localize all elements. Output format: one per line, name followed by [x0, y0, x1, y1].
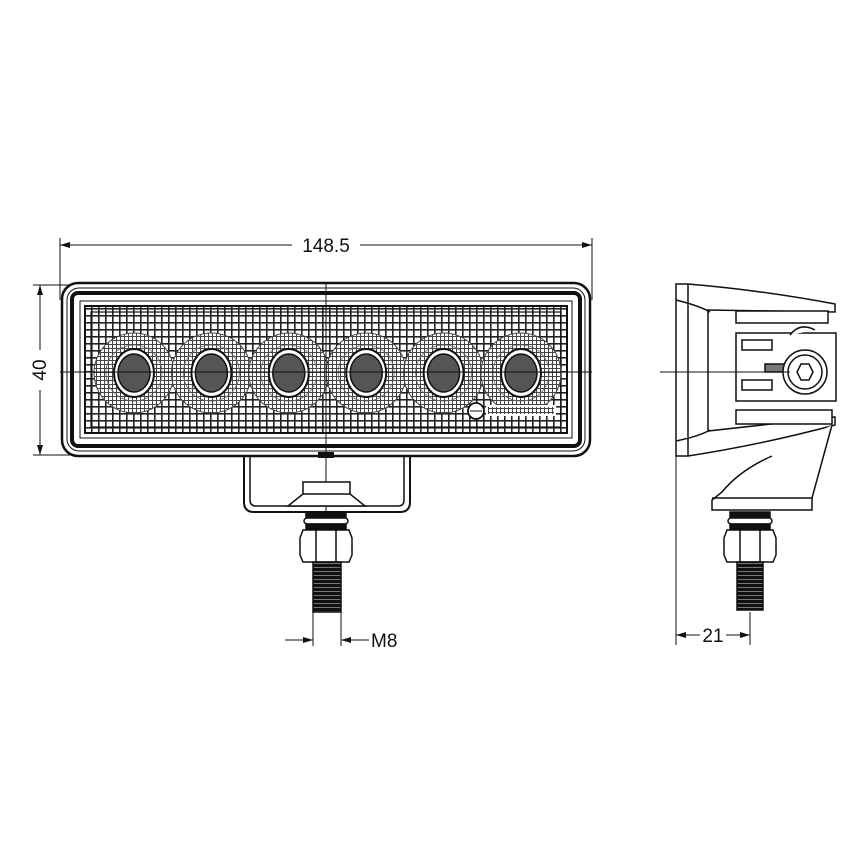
led-3	[248, 332, 330, 414]
led-2	[170, 332, 252, 414]
bolt-dimension	[285, 612, 369, 646]
led-1	[93, 332, 175, 414]
led-4	[325, 332, 407, 414]
led-lens	[272, 353, 306, 393]
led-lens	[349, 353, 383, 393]
led-lens	[194, 353, 229, 393]
led-group	[93, 332, 562, 414]
mounting-bracket	[243, 456, 411, 513]
length-dimension	[59, 238, 593, 300]
side-bracket	[711, 424, 833, 511]
led-5	[403, 332, 485, 414]
bolt-assembly	[299, 511, 353, 613]
hex-nut	[299, 529, 353, 563]
length-label: 148.5	[302, 236, 350, 257]
front-view	[60, 281, 592, 612]
depth-dimension	[675, 456, 751, 645]
side-hex-nut	[723, 529, 777, 563]
led-lens	[117, 353, 151, 393]
approval-mark-stamp	[467, 402, 556, 420]
led-lens	[504, 353, 538, 393]
threaded-bolt	[312, 561, 342, 613]
height-label: 40	[30, 359, 51, 380]
side-threaded-bolt	[736, 561, 764, 611]
led-lens	[426, 353, 461, 393]
bolt-size-label: M8	[371, 631, 397, 652]
height-dimension	[33, 284, 70, 456]
side-view	[675, 283, 837, 611]
depth-label: 21	[702, 626, 723, 647]
hex-socket	[796, 363, 814, 381]
led-6	[480, 332, 562, 414]
